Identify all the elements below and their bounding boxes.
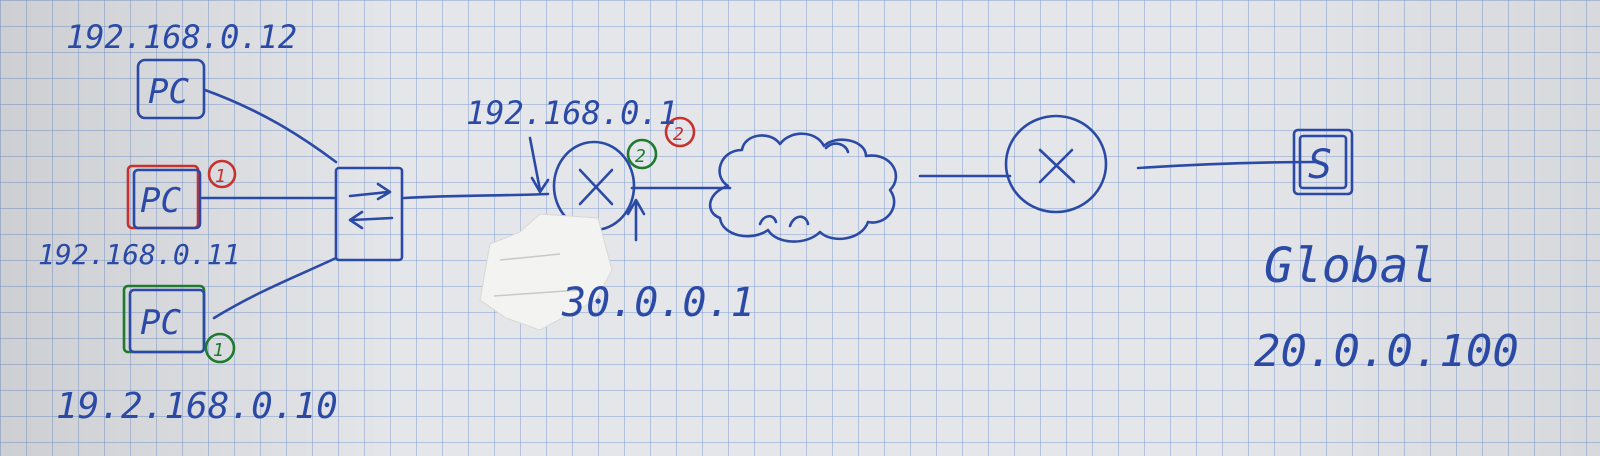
router-icon bbox=[1004, 114, 1108, 214]
badge-circle-green-router bbox=[626, 138, 658, 170]
pc-middle-icon bbox=[126, 164, 202, 230]
badge-circle-red-router bbox=[664, 116, 696, 148]
badge-circle-green bbox=[204, 332, 236, 364]
arrow-wan-icon bbox=[626, 198, 646, 242]
router-badge-green: 2 bbox=[635, 146, 646, 167]
pc-top-ip: 192.168.0.12 bbox=[66, 18, 297, 56]
server-icon bbox=[1292, 128, 1354, 196]
link-pc-top-switch bbox=[203, 88, 338, 164]
server-zone: Global bbox=[1264, 238, 1437, 294]
pc-bottom-label: PC bbox=[140, 303, 181, 343]
pc-middle-ip: 192.168.0.11 bbox=[38, 238, 240, 271]
server-ip: 20.0.0.100 bbox=[1254, 326, 1519, 377]
router-lan-ip: 192.168.0.1 bbox=[466, 94, 678, 132]
tape-patch bbox=[479, 213, 613, 331]
pc-middle-badge: 1 bbox=[215, 166, 226, 187]
server-label: S bbox=[1308, 142, 1332, 188]
cloud-icon bbox=[708, 132, 898, 243]
badge-circle-red bbox=[207, 159, 237, 189]
pc-middle-label: PC bbox=[140, 181, 181, 221]
pc-top-label: PC bbox=[148, 72, 189, 112]
pc-top-icon bbox=[136, 58, 206, 120]
arrow-lan-icon bbox=[528, 136, 550, 194]
pc-bottom-badge: 1 bbox=[213, 340, 224, 361]
router-wan-ip: 30.0.0.1 bbox=[561, 280, 755, 326]
tape-shadow bbox=[493, 253, 581, 297]
link-pc-bottom-switch bbox=[212, 256, 338, 320]
link-router2-server bbox=[1136, 160, 1320, 170]
pc-bottom-icon bbox=[122, 284, 206, 354]
router-badge-red: 2 bbox=[673, 124, 684, 145]
pc-bottom-ip: 19.2.168.0.10 bbox=[56, 386, 338, 427]
link-switch-router bbox=[402, 192, 550, 200]
switch-icon bbox=[334, 166, 404, 262]
